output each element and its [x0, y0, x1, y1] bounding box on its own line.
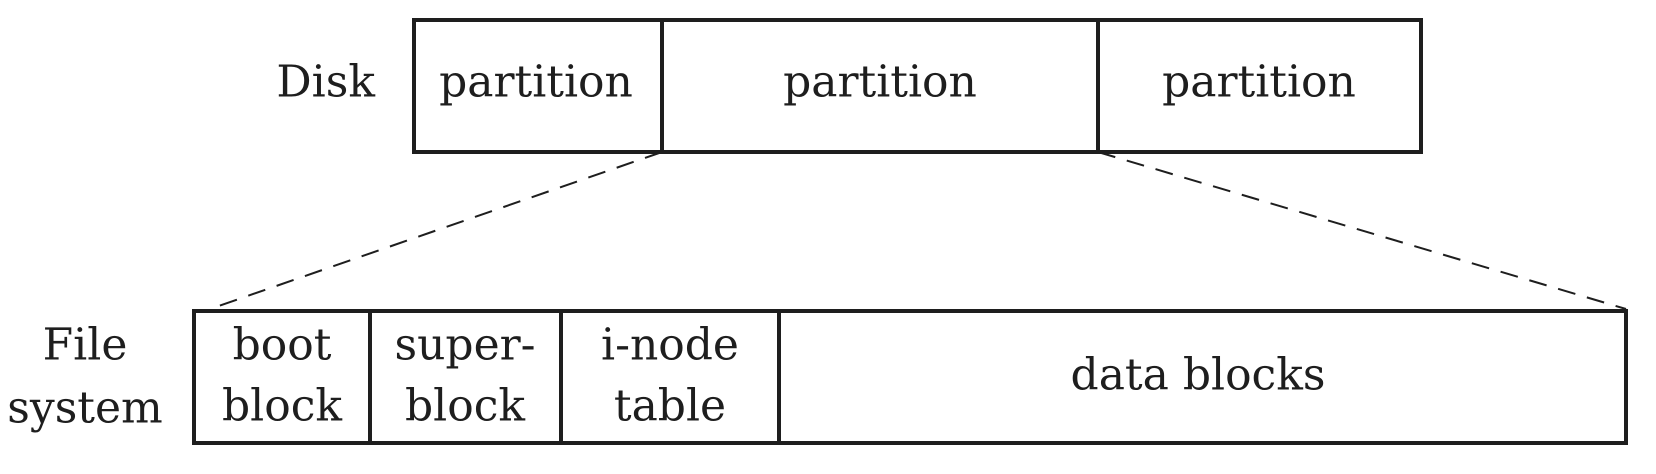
- boot-block-label-line1: boot: [233, 320, 332, 371]
- boot-block-label-line2: block: [222, 381, 342, 432]
- data-blocks-label: data blocks: [1071, 350, 1326, 401]
- data-blocks-box: [777, 309, 1628, 445]
- disk-label: Disk: [276, 57, 375, 108]
- partition-1-box: [412, 18, 664, 154]
- filesystem-label-line1: File: [43, 320, 128, 371]
- partition-2-label: partition: [783, 57, 977, 108]
- partition-1-label: partition: [439, 57, 633, 108]
- expansion-line-right: [1097, 151, 1627, 310]
- inode-table-box: [559, 309, 781, 445]
- partition-3-box: [1096, 18, 1423, 154]
- superblock-box: [368, 309, 563, 445]
- superblock-label-line2: block: [405, 381, 525, 432]
- filesystem-label-line2: system: [7, 383, 162, 434]
- partition-2-box: [660, 18, 1100, 154]
- expansion-line-left: [209, 151, 663, 310]
- inode-table-label-line2: table: [614, 381, 726, 432]
- inode-table-label-line1: i-node: [601, 320, 739, 371]
- superblock-label-line1: super-: [394, 320, 535, 371]
- partition-3-label: partition: [1162, 57, 1356, 108]
- filesystem-bar: boot block super- block i-node table dat…: [192, 309, 1628, 445]
- disk-bar: partition partition partition: [412, 18, 1423, 154]
